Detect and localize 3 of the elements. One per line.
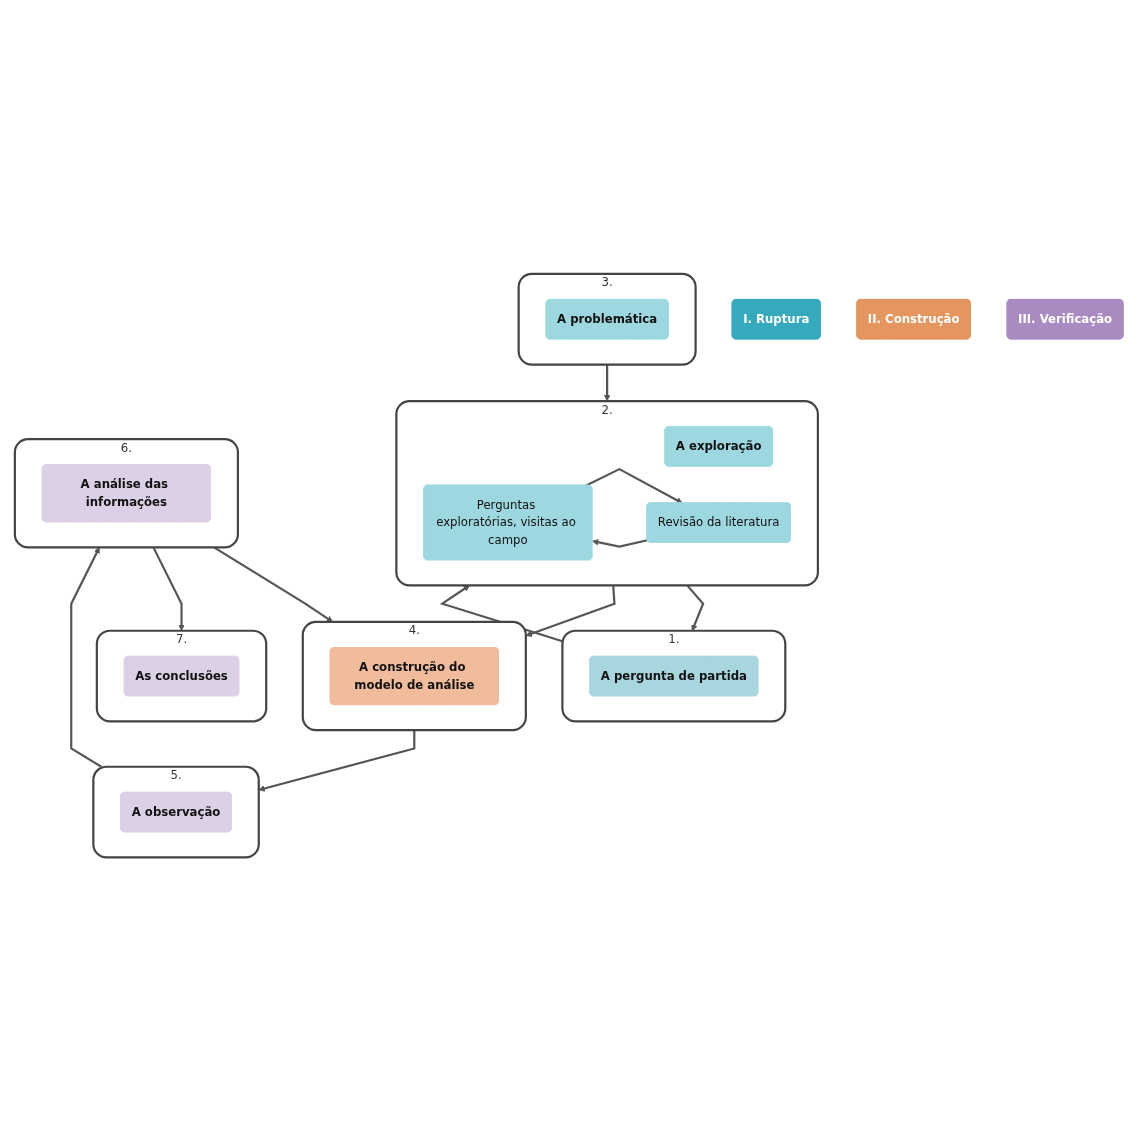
arrow [591,538,648,548]
arrow [585,467,683,504]
arrow [525,585,616,637]
